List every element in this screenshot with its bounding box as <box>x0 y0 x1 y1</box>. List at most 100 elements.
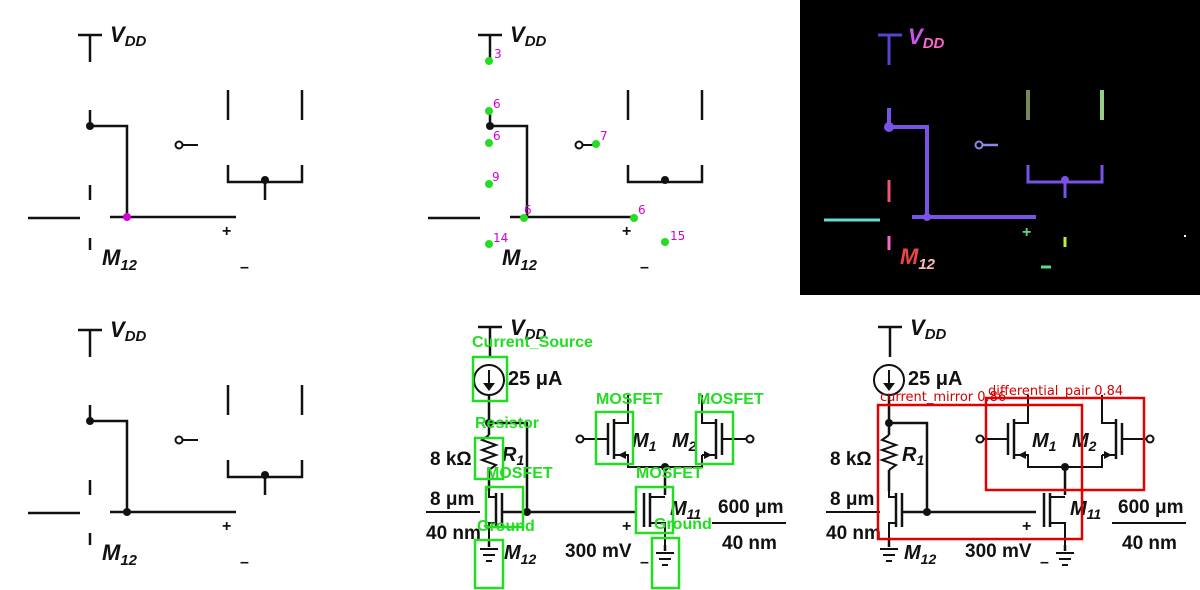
keypoint <box>592 140 600 148</box>
resistance-value: 8 kΩ <box>830 449 872 470</box>
full-schematic: VDD 25 μA 8 kΩ R1 8 μm 40 nm M12 M1 <box>826 315 1186 571</box>
group-label-differential-pair: differential_pair 0.84 <box>988 384 1123 399</box>
m2-source-arrow <box>1104 451 1112 459</box>
keypoint <box>661 238 669 246</box>
m1-label: M1 <box>1032 430 1057 454</box>
keypoint <box>485 139 493 147</box>
keypoint <box>485 240 493 248</box>
m12-label: M12 <box>502 245 538 274</box>
m12-label: M12 <box>504 542 536 567</box>
resistor-zigzag <box>479 434 499 471</box>
vdd-label: VDD <box>110 317 147 345</box>
seg-vdd-label: VDD <box>908 24 945 52</box>
w-small: 8 μm <box>830 489 874 510</box>
seg-input-terminal <box>974 140 984 150</box>
m1-input-terminal <box>575 434 585 444</box>
current-value: 25 μA <box>508 368 562 390</box>
voltage-value: 300 mV <box>565 541 632 562</box>
m1-source-arrow <box>618 451 626 459</box>
m11-source-leg <box>1050 522 1066 545</box>
point-number: 6 <box>524 203 532 217</box>
detection-box-resistor <box>473 436 505 481</box>
panel-partial-schematic: VDD + – M12 <box>0 0 400 295</box>
plus-sign: + <box>622 518 631 535</box>
w-large: 600 μm <box>1118 497 1184 518</box>
seg-plus-sign: + <box>1022 224 1031 241</box>
current-arrow-head <box>483 383 495 391</box>
minus-sign: – <box>240 259 249 276</box>
r1-label: R1 <box>902 444 924 468</box>
panel-partial-schematic-2: VDD + – M12 <box>0 295 400 590</box>
partial-schematic-2-svg: VDD + – M12 <box>28 317 304 571</box>
input-terminal <box>174 435 184 445</box>
plus-sign: + <box>222 223 231 240</box>
detection-label-ground-2: Ground <box>654 516 712 533</box>
plus-sign: + <box>222 518 231 535</box>
detection-label-ground-1: Ground <box>477 518 535 535</box>
m2-input-terminal <box>1145 434 1155 444</box>
point-number: 14 <box>493 231 508 245</box>
vdd-label: VDD <box>510 22 547 50</box>
full-schematic: VDD 25 μA 8 kΩ R1 8 μm 40 nm M12 M1 <box>426 315 786 571</box>
detection-box-mosfet-m2 <box>694 410 735 466</box>
m2-label: M2 <box>672 430 697 454</box>
keypoint <box>630 214 638 222</box>
l-large: 40 nm <box>1122 533 1177 554</box>
keypoint <box>485 107 493 115</box>
voltage-value: 300 mV <box>965 541 1032 562</box>
input-terminal <box>174 140 184 150</box>
w-large: 600 μm <box>718 497 784 518</box>
m12-drain-leg <box>488 491 496 498</box>
point-number: 9 <box>492 170 500 184</box>
m2-source-arrow <box>704 451 712 459</box>
group-label-current-mirror: current_mirror 0.86 <box>880 390 1006 405</box>
point-number: 3 <box>494 47 502 61</box>
m2-label: M2 <box>1072 430 1097 454</box>
point-number: 15 <box>670 229 685 243</box>
r1-label: R1 <box>502 444 524 468</box>
w-small: 8 μm <box>430 489 474 510</box>
detection-box-current-source <box>471 355 509 403</box>
m1-input-terminal <box>975 434 985 444</box>
detection-box-ground-2 <box>650 536 681 590</box>
keypoints-svg: VDD + – M12 3 6 6 9 14 7 6 6 15 <box>428 22 704 276</box>
seg-bias-node <box>923 213 931 221</box>
m2-drain <box>1101 395 1116 424</box>
m2-input-terminal <box>745 434 755 444</box>
groups-svg: VDD 25 μA 8 kΩ R1 8 μm 40 nm M12 M1 <box>826 315 1186 571</box>
panel-detections: VDD 25 μA 8 kΩ R1 8 μm 40 nm M12 M1 <box>400 295 800 590</box>
plus-sign: + <box>622 223 631 240</box>
vdd-label: VDD <box>110 22 147 50</box>
resistance-value: 8 kΩ <box>430 449 472 470</box>
detection-box-ground-1 <box>473 538 505 590</box>
m12-label: M12 <box>102 540 138 569</box>
minus-sign: – <box>640 259 649 276</box>
gate-wire <box>489 421 529 512</box>
detection-box-mosfet-m1 <box>594 410 635 466</box>
minus-sign: – <box>240 554 249 571</box>
detection-label-mosfet-m12: MOSFET <box>486 465 553 482</box>
m12-source-leg <box>488 522 496 539</box>
m12-drain-leg <box>888 491 896 498</box>
m1-source-arrow <box>1018 451 1026 459</box>
vdd-label: VDD <box>510 315 547 343</box>
detections-svg: VDD 25 μA 8 kΩ R1 8 μm 40 nm M12 M1 <box>426 315 786 590</box>
current-value: 25 μA <box>908 368 962 390</box>
point-number: 6 <box>638 203 646 217</box>
input-terminal <box>574 140 584 150</box>
segmentation-svg: VDD + M12 <box>824 24 1186 273</box>
vdd-label: VDD <box>910 315 947 343</box>
bias-node <box>923 508 931 516</box>
gate-wire <box>490 124 529 217</box>
m12-source-leg <box>888 522 896 539</box>
keypoint <box>485 180 493 188</box>
point-number: 6 <box>493 97 501 111</box>
m11-label: M11 <box>1070 498 1101 522</box>
plus-sign: + <box>1022 518 1031 535</box>
detection-label-mosfet-m11: MOSFET <box>636 465 703 482</box>
minus-sign: – <box>640 554 649 571</box>
detection-label-current-source: Current_Source <box>472 334 593 351</box>
bias-node <box>523 508 531 516</box>
detection-label-mosfet-m1: MOSFET <box>596 391 663 408</box>
gate-wire <box>889 421 929 512</box>
